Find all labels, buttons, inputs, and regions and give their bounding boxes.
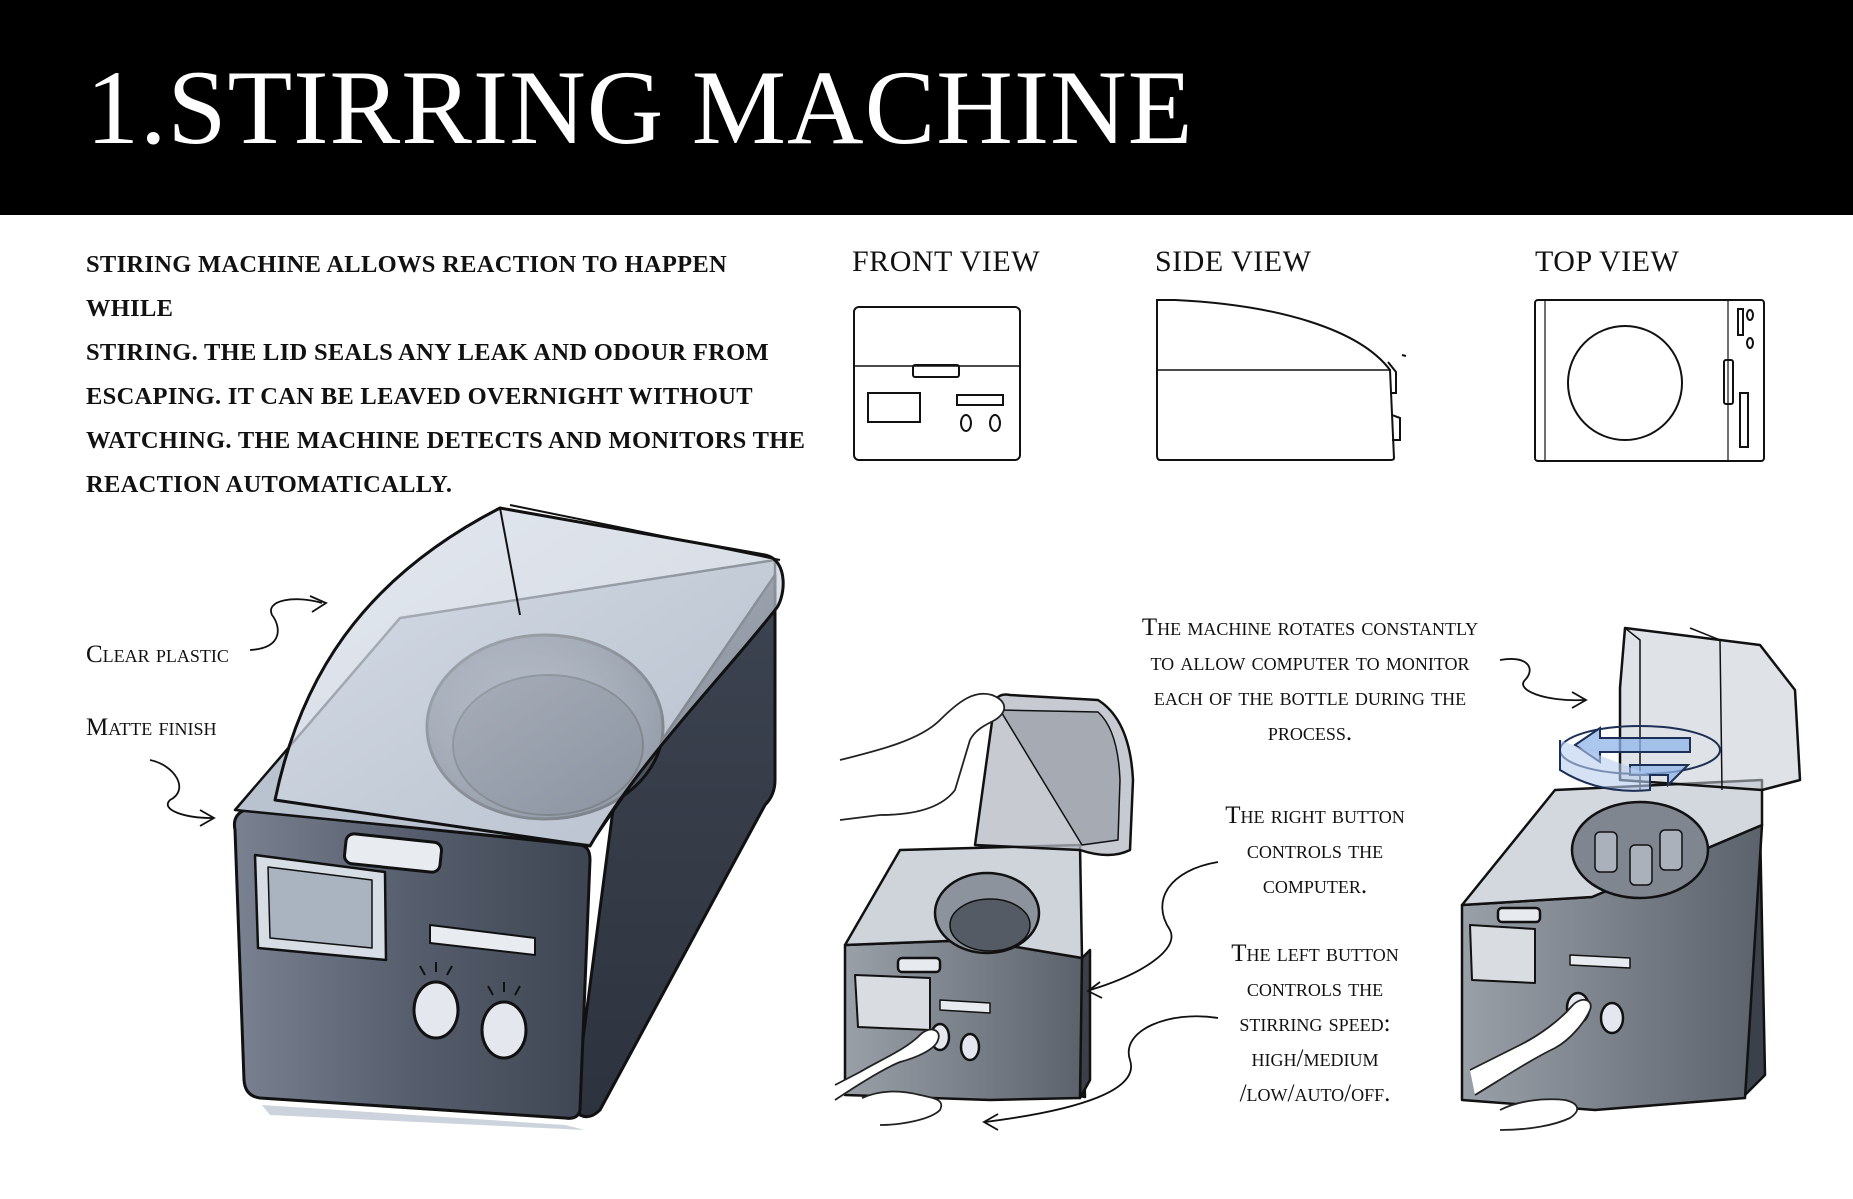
front-view-drawing bbox=[853, 306, 1021, 461]
front-view-label: FRONT VIEW bbox=[852, 245, 1041, 278]
description-line: WATCHING. THE MACHINE DETECTS AND MONITO… bbox=[86, 427, 806, 454]
hand-icon bbox=[834, 692, 1005, 1126]
annotation-arrows-right bbox=[982, 658, 1588, 1131]
description-line: STIRING. THE LID SEALS ANY LEAK AND ODOU… bbox=[86, 339, 769, 366]
rotating-machine bbox=[1460, 626, 1802, 1112]
top-view-label: TOP VIEW bbox=[1535, 245, 1680, 278]
left-button-note-line: high/medium bbox=[1251, 1045, 1379, 1072]
description-line: STIRING MACHINE ALLOWS REACTION TO HAPPE… bbox=[86, 251, 728, 322]
page-title: 1.STIRRING MACHINE bbox=[86, 49, 1194, 166]
side-view-drawing bbox=[1156, 299, 1407, 461]
right-button-note-line: The right button bbox=[1225, 802, 1405, 829]
clear-plastic-note: Clear plastic bbox=[86, 641, 229, 668]
top-view-drawing bbox=[1534, 299, 1765, 462]
title-banner: 1.STIRRING MACHINE bbox=[0, 0, 1853, 215]
rotates-note-line: The machine rotates constantly bbox=[1141, 614, 1479, 641]
left-button-note: The left button controls the stirring sp… bbox=[1200, 936, 1430, 1111]
left-button-note-line: controls the bbox=[1246, 975, 1384, 1002]
hand-icon bbox=[1469, 998, 1592, 1131]
description-line: REACTION AUTOMATICALLY. bbox=[86, 471, 453, 498]
rotation-arrow-icon bbox=[1559, 725, 1721, 792]
annotation-arrows-left bbox=[149, 595, 328, 827]
main-machine bbox=[233, 504, 785, 1130]
rotates-note-line: each of the bottle during the bbox=[1153, 684, 1467, 711]
left-button-note-line: /low/auto/off. bbox=[1239, 1080, 1391, 1107]
right-button-note-line: controls the bbox=[1246, 837, 1384, 864]
matte-finish-note: Matte finish bbox=[86, 714, 217, 741]
side-view-label: SIDE VIEW bbox=[1155, 245, 1312, 278]
right-button-note-line: computer. bbox=[1262, 872, 1368, 899]
description-text: STIRING MACHINE ALLOWS REACTION TO HAPPE… bbox=[86, 243, 806, 507]
rotates-note-line: to allow computer to monitor bbox=[1150, 649, 1470, 676]
right-button-note: The right button controls the computer. bbox=[1200, 798, 1430, 903]
description-line: ESCAPING. IT CAN BE LEAVED OVERNIGHT WIT… bbox=[86, 383, 753, 410]
left-button-note-line: stirring speed: bbox=[1239, 1010, 1391, 1037]
rotates-note: The machine rotates constantly to allow … bbox=[1130, 610, 1490, 750]
left-button-note-line: The left button bbox=[1231, 940, 1399, 967]
rotates-note-line: process. bbox=[1267, 719, 1353, 746]
